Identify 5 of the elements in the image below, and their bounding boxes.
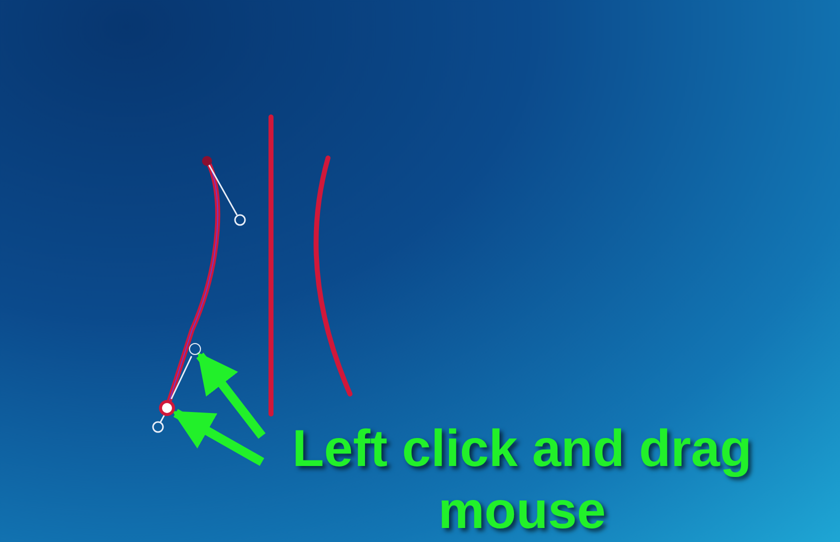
anchor-point [159,400,175,416]
handle-line [170,356,192,400]
instruction-text: Left click and drag mouse [291,419,753,542]
control-handle [189,343,201,355]
arrow [172,409,264,466]
